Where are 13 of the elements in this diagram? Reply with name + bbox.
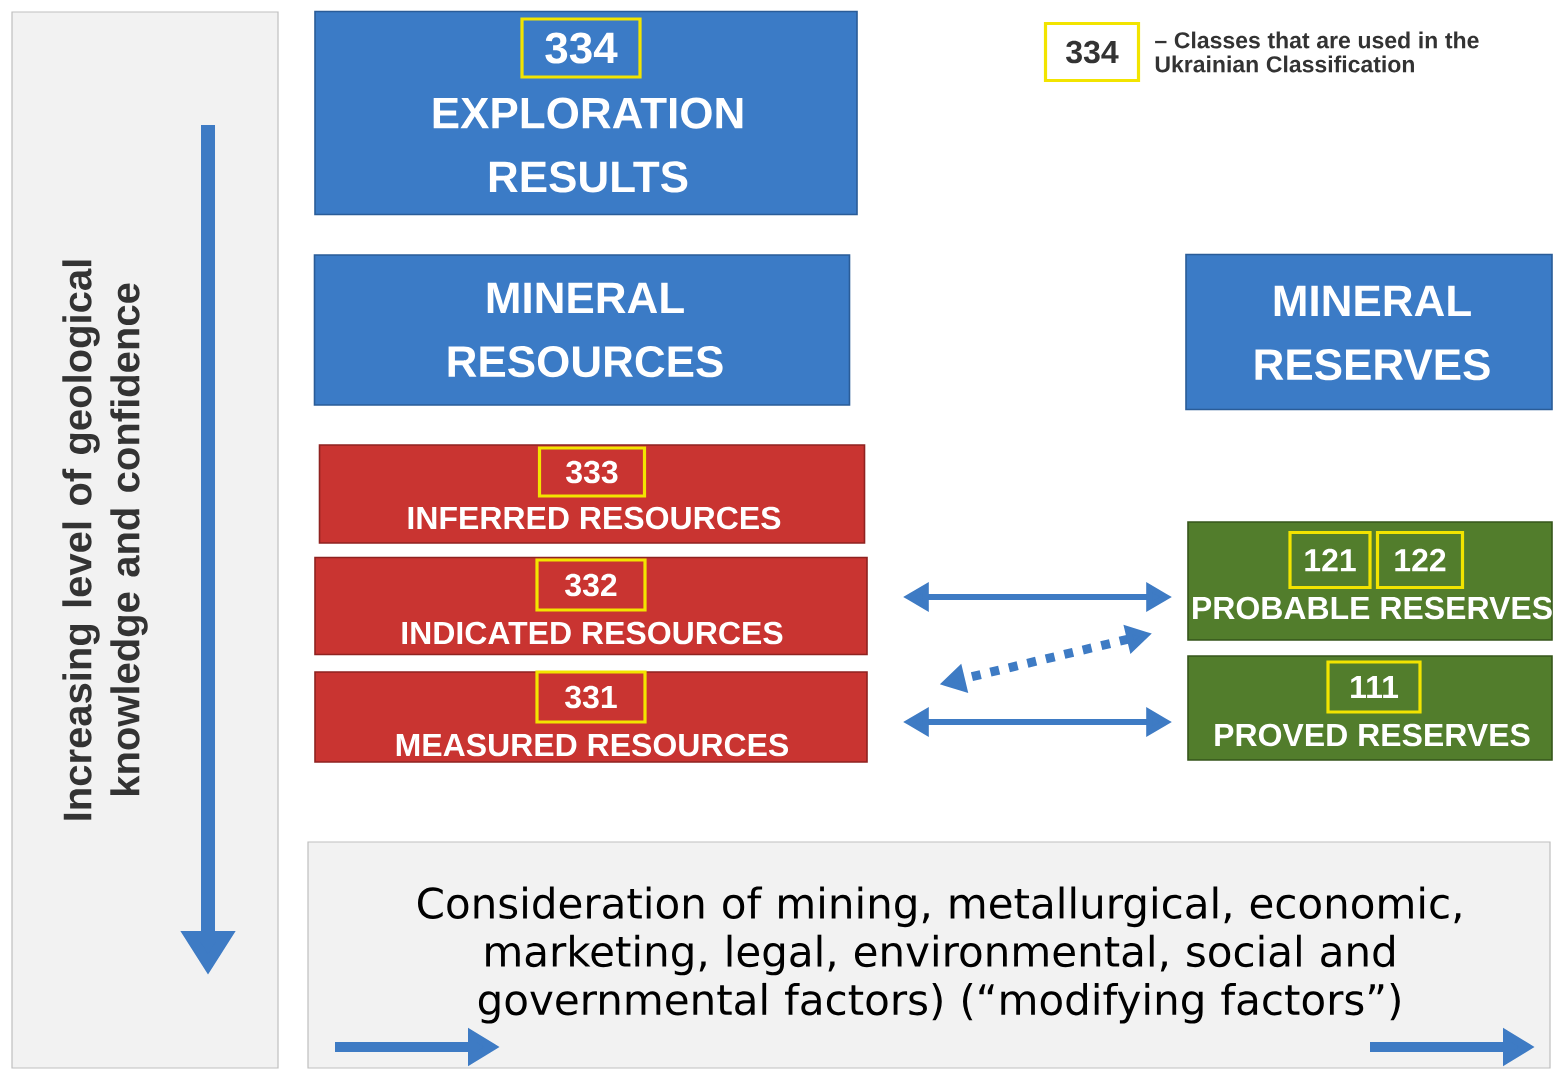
category-box: MINERAL RESOURCES xyxy=(313,254,851,406)
class-code-box: 334 – Classes that are used in the Ukrainian Classification xyxy=(1043,21,1479,83)
class-code-box: 111 xyxy=(1326,660,1422,714)
class-code-box: 333 xyxy=(537,446,647,498)
category-box: MINERAL RESERVES xyxy=(1185,253,1553,411)
class-code-box: 332 xyxy=(535,558,647,612)
class-code-box: 122 xyxy=(1375,530,1465,590)
side-panel: Increasing level of geological knowledge and confidence xyxy=(11,11,279,1069)
factors-panel: Consideration of mining, metallurgical, economic, marketing, legal, environmental, social and governmental factors) (“modifying factors”) xyxy=(307,841,1551,1069)
class-code-box: 121 xyxy=(1288,530,1372,590)
node-label: – Classes that are used in the Ukrainian Classification xyxy=(1155,31,1479,73)
class-code-box: 334 xyxy=(520,17,642,79)
class-code-box: 331 xyxy=(535,670,647,724)
